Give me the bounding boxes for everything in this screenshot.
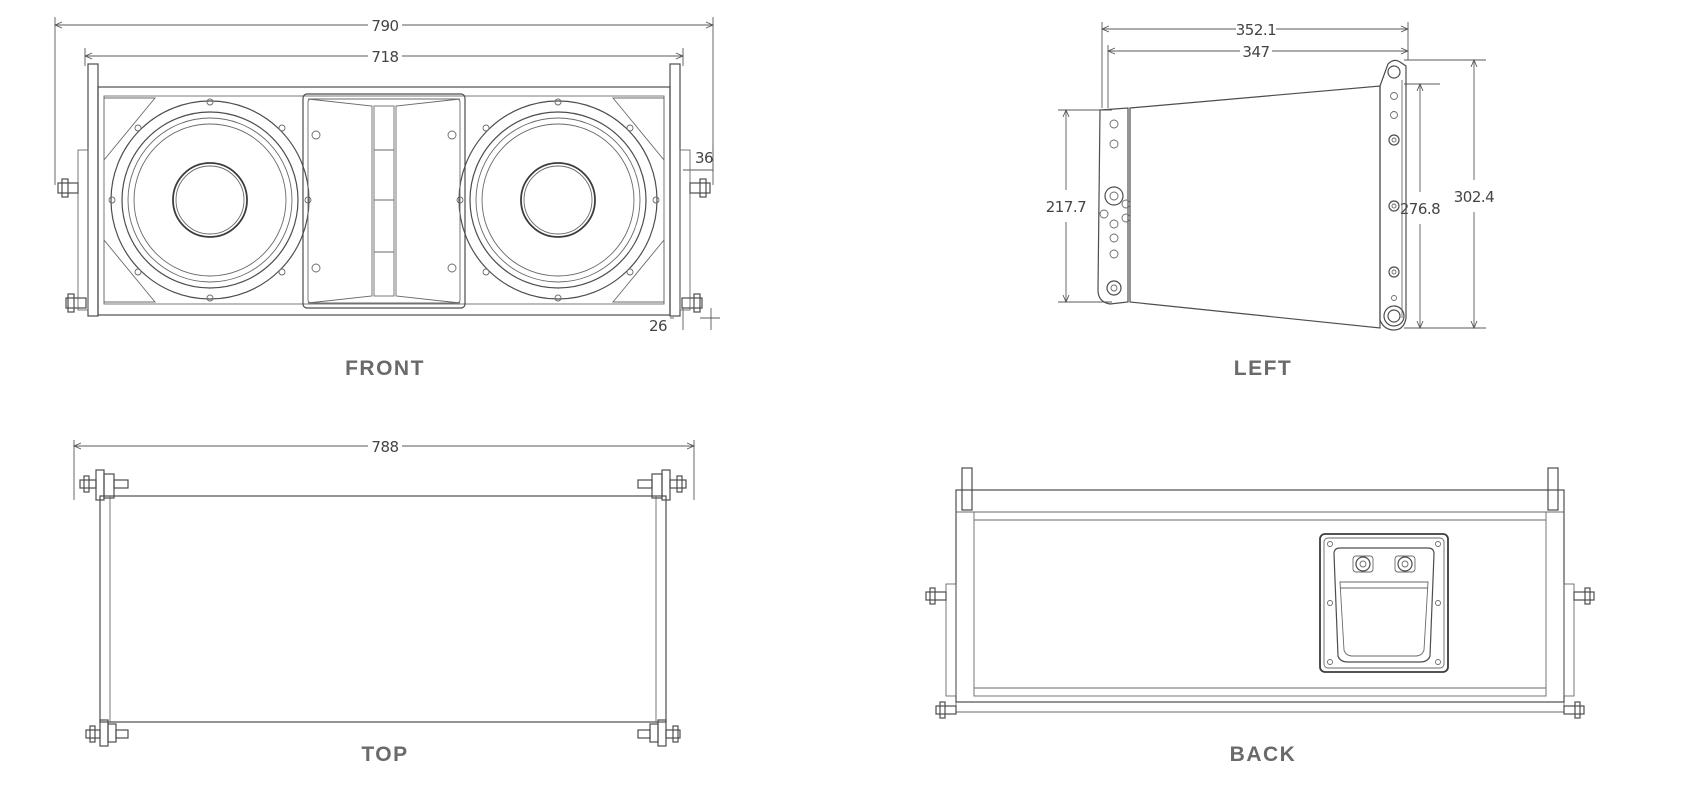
left-rear-rigging-plate [1379, 59, 1407, 331]
front-rigging-width-label: 718 [371, 48, 398, 66]
back-right-top-post [1547, 467, 1559, 511]
top-cabinet-outline [99, 495, 667, 723]
panel-screw-icon [1327, 541, 1333, 547]
speakon-connector-icon-2 [1394, 555, 1416, 573]
back-left-top-post [961, 467, 973, 511]
front-view-title: FRONT [345, 357, 425, 380]
back-right-bracket [1563, 583, 1575, 697]
back-view-title: BACK [1230, 743, 1297, 766]
front-right-bracket [679, 149, 691, 311]
left-front-rigging-plate [1097, 107, 1131, 305]
left-depth-label: 347 [1242, 43, 1269, 61]
left-overall-depth-label: 352.1 [1236, 21, 1276, 39]
front-offset-right-dimension: 36 [683, 145, 714, 172]
back-handle-cup [1333, 547, 1435, 663]
front-cabinet-outline [97, 86, 671, 316]
front-offset-bottom-dimension: 26 [649, 308, 720, 335]
front-left-bracket [77, 149, 89, 311]
front-right-woofer [456, 98, 660, 302]
top-view-title: TOP [361, 743, 408, 766]
back-left-bracket [945, 583, 957, 697]
left-back-inner-height-dimension: 276.8 [1400, 84, 1441, 328]
left-cabinet-outline [1129, 85, 1381, 329]
front-overall-width-dimension: 790 [55, 17, 713, 185]
front-horn-waveguide [302, 93, 466, 309]
front-offset-bottom-label: 26 [649, 317, 667, 335]
back-view: BACK [925, 467, 1595, 766]
back-cabinet-outline [955, 489, 1565, 703]
front-rigging-width-dimension: 718 [85, 48, 683, 66]
left-depth-dimension: 347 [1108, 43, 1408, 108]
front-left-rigging-rail [87, 63, 99, 317]
front-view: 790 718 36 26 [55, 17, 720, 380]
front-left-woofer [108, 98, 312, 302]
top-overall-width-dimension: 788 [74, 438, 694, 500]
top-view: 788 TOP [74, 438, 694, 766]
back-panel [973, 511, 1547, 697]
front-rigging-pins [57, 178, 711, 313]
front-offset-right-label: 36 [695, 149, 713, 167]
left-back-height-label: 302.4 [1454, 188, 1494, 206]
left-view-title: LEFT [1234, 357, 1293, 380]
front-baffle [103, 95, 665, 305]
back-rigging-pins [925, 587, 1595, 719]
left-view: 352.1 347 217.7 276.8 [1046, 21, 1495, 380]
left-overall-depth-dimension: 352.1 [1102, 21, 1408, 108]
front-right-rigging-rail [669, 63, 681, 317]
front-overall-width-label: 790 [371, 17, 398, 35]
top-rigging-hardware [79, 469, 687, 747]
left-back-height-dimension: 302.4 [1404, 60, 1495, 328]
left-back-inner-height-label: 276.8 [1400, 200, 1440, 218]
left-front-height-dimension: 217.7 [1046, 110, 1112, 302]
speakon-connector-icon [1352, 555, 1374, 573]
front-corner-wedges [103, 97, 665, 303]
left-front-height-label: 217.7 [1046, 198, 1086, 216]
back-input-panel [1319, 533, 1449, 673]
top-overall-width-label: 788 [371, 438, 398, 456]
